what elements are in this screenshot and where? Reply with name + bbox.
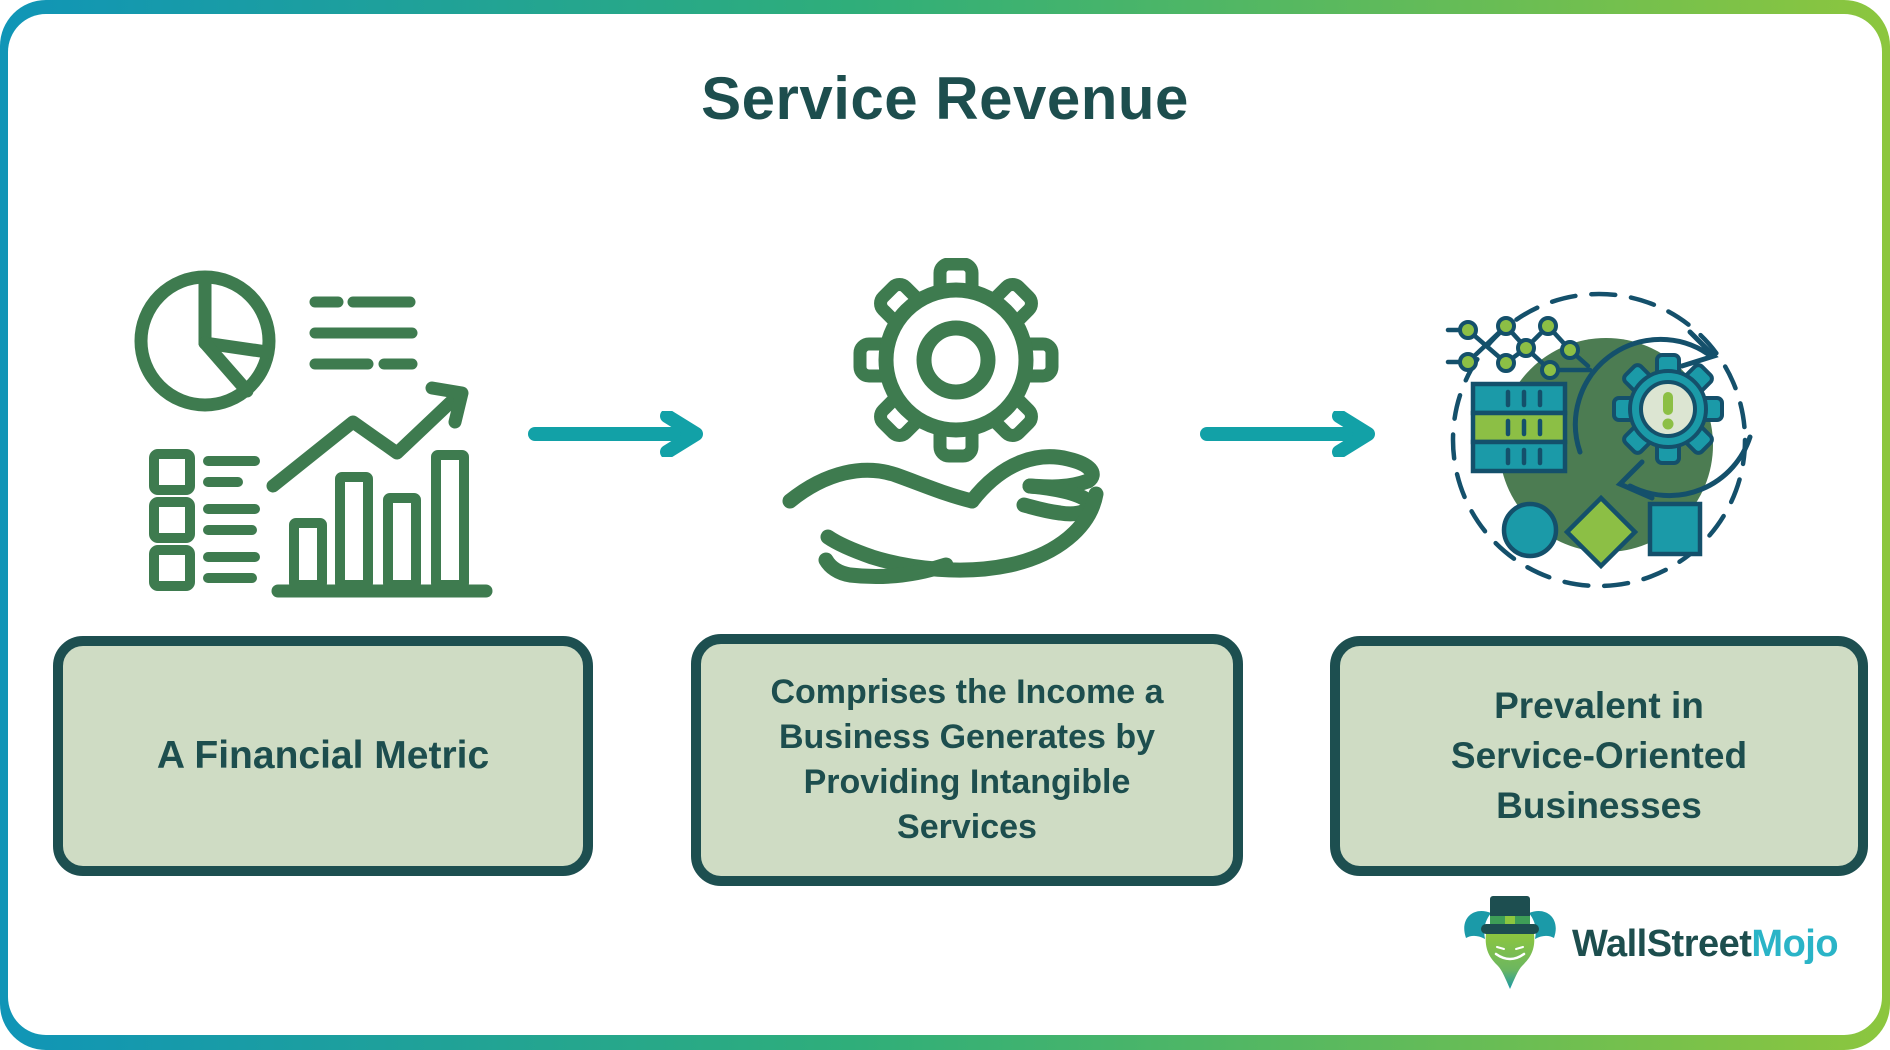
arrow-right-icon [1200, 411, 1390, 457]
alert-gear-icon [1612, 353, 1724, 465]
scatter-network-icon [1445, 316, 1593, 380]
dashed-circle [1450, 291, 1748, 589]
wallstreetmojo-wordmark: WallStreetMojo [1572, 922, 1839, 966]
analytics-dashboard-icon [110, 236, 530, 626]
step-box-income-from-intangible-services: Comprises the Income a Business Generate… [691, 634, 1243, 886]
wallstreetmojo-logo: WallStreetMojo [1460, 890, 1839, 998]
checklist-icon [149, 449, 260, 591]
text-lines-icon [309, 296, 418, 370]
wallstreetmojo-bull-icon [1460, 892, 1560, 996]
step-box-financial-metric: A Financial Metric [53, 636, 593, 876]
service-revenue-infographic: Service Revenue [8, 14, 1882, 1035]
diamond-shape [1563, 494, 1639, 570]
step-box-service-oriented-businesses: Prevalent in Service-Oriented Businesses [1330, 636, 1868, 876]
hand-holding-gear-icon [778, 258, 1138, 618]
pie-chart-icon [134, 270, 276, 412]
open-hand-icon [782, 449, 1104, 584]
arrow-right-icon [528, 411, 718, 457]
square-shape [1647, 501, 1703, 557]
exclamation-icon [1662, 392, 1674, 430]
logo-text-accent: Mojo [1751, 922, 1839, 965]
step-label: A Financial Metric [156, 734, 490, 777]
gear-icon [853, 258, 1059, 463]
circle-shape [1501, 501, 1559, 559]
business-process-cycle-icon [1428, 262, 1788, 622]
cycle-arrows-icon [1572, 329, 1753, 501]
database-stack-icon [1470, 381, 1568, 474]
step-label: Prevalent in Service-Oriented Businesses [1450, 685, 1748, 826]
growth-bar-chart-icon [266, 381, 493, 598]
logo-text-primary: WallStreet [1572, 922, 1752, 965]
page-title: Service Revenue [701, 65, 1189, 132]
flow-shapes-icon [1501, 494, 1703, 570]
step-label: Comprises the Income a Business Generate… [770, 673, 1164, 846]
